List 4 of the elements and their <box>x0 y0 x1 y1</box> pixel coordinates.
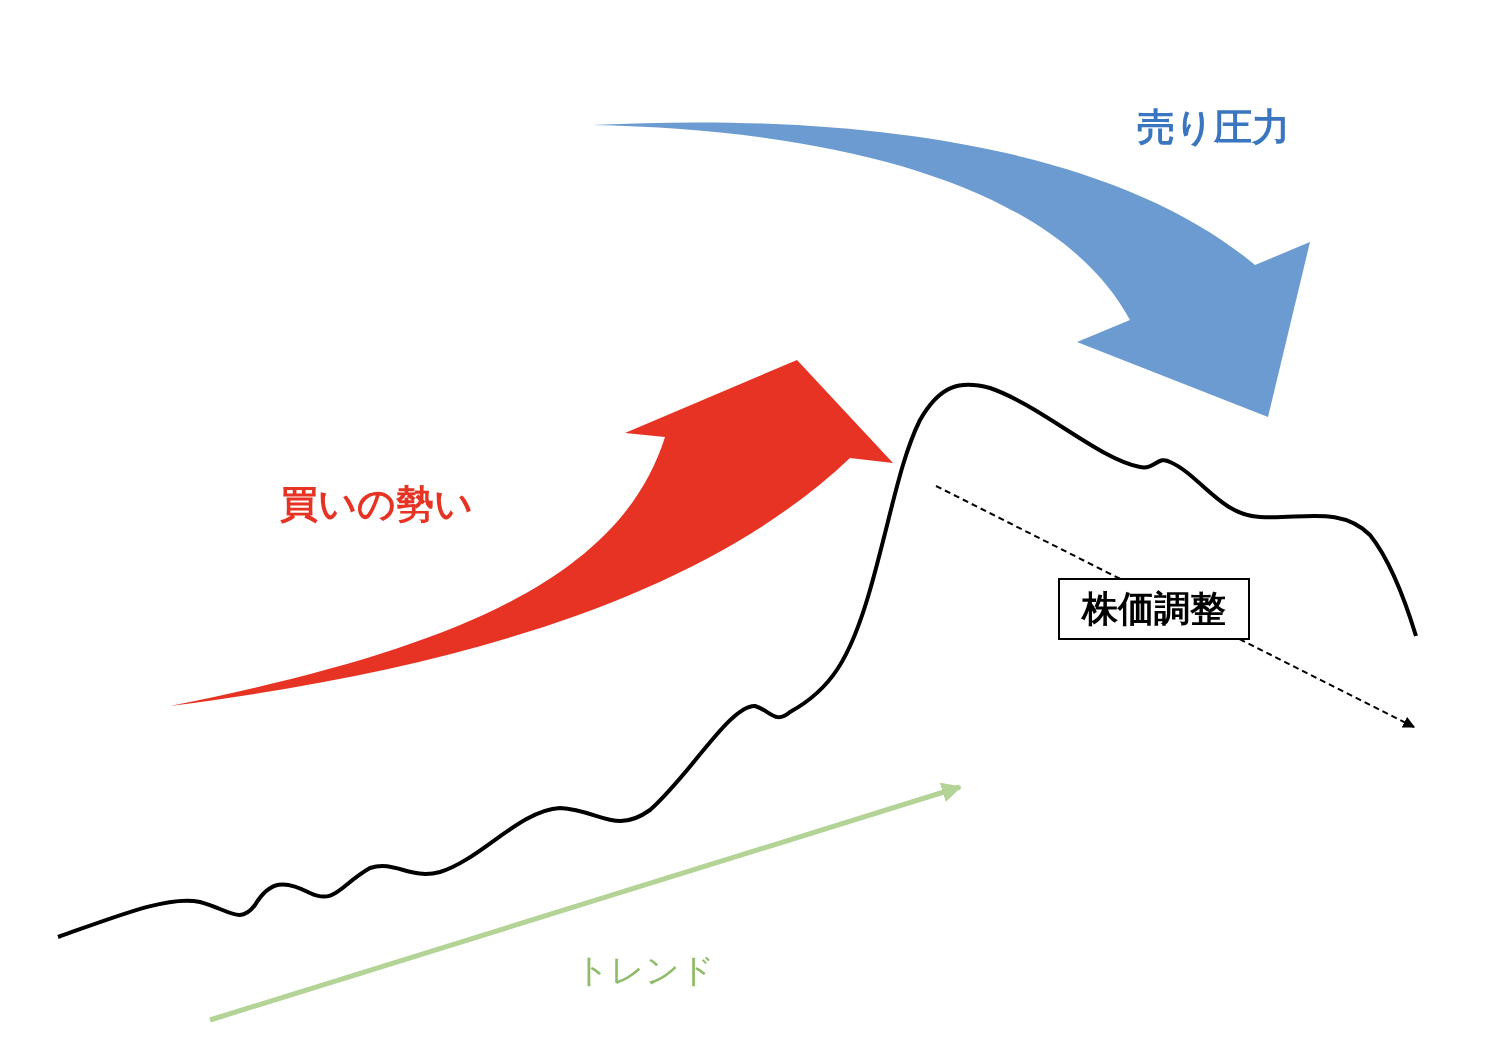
label-box: 株価調整 <box>1058 578 1250 640</box>
arrow-label: 買いの勢い <box>280 485 473 523</box>
arrow-label: トレンド <box>575 953 715 987</box>
arrow-label: 売り圧力 <box>1137 108 1290 146</box>
